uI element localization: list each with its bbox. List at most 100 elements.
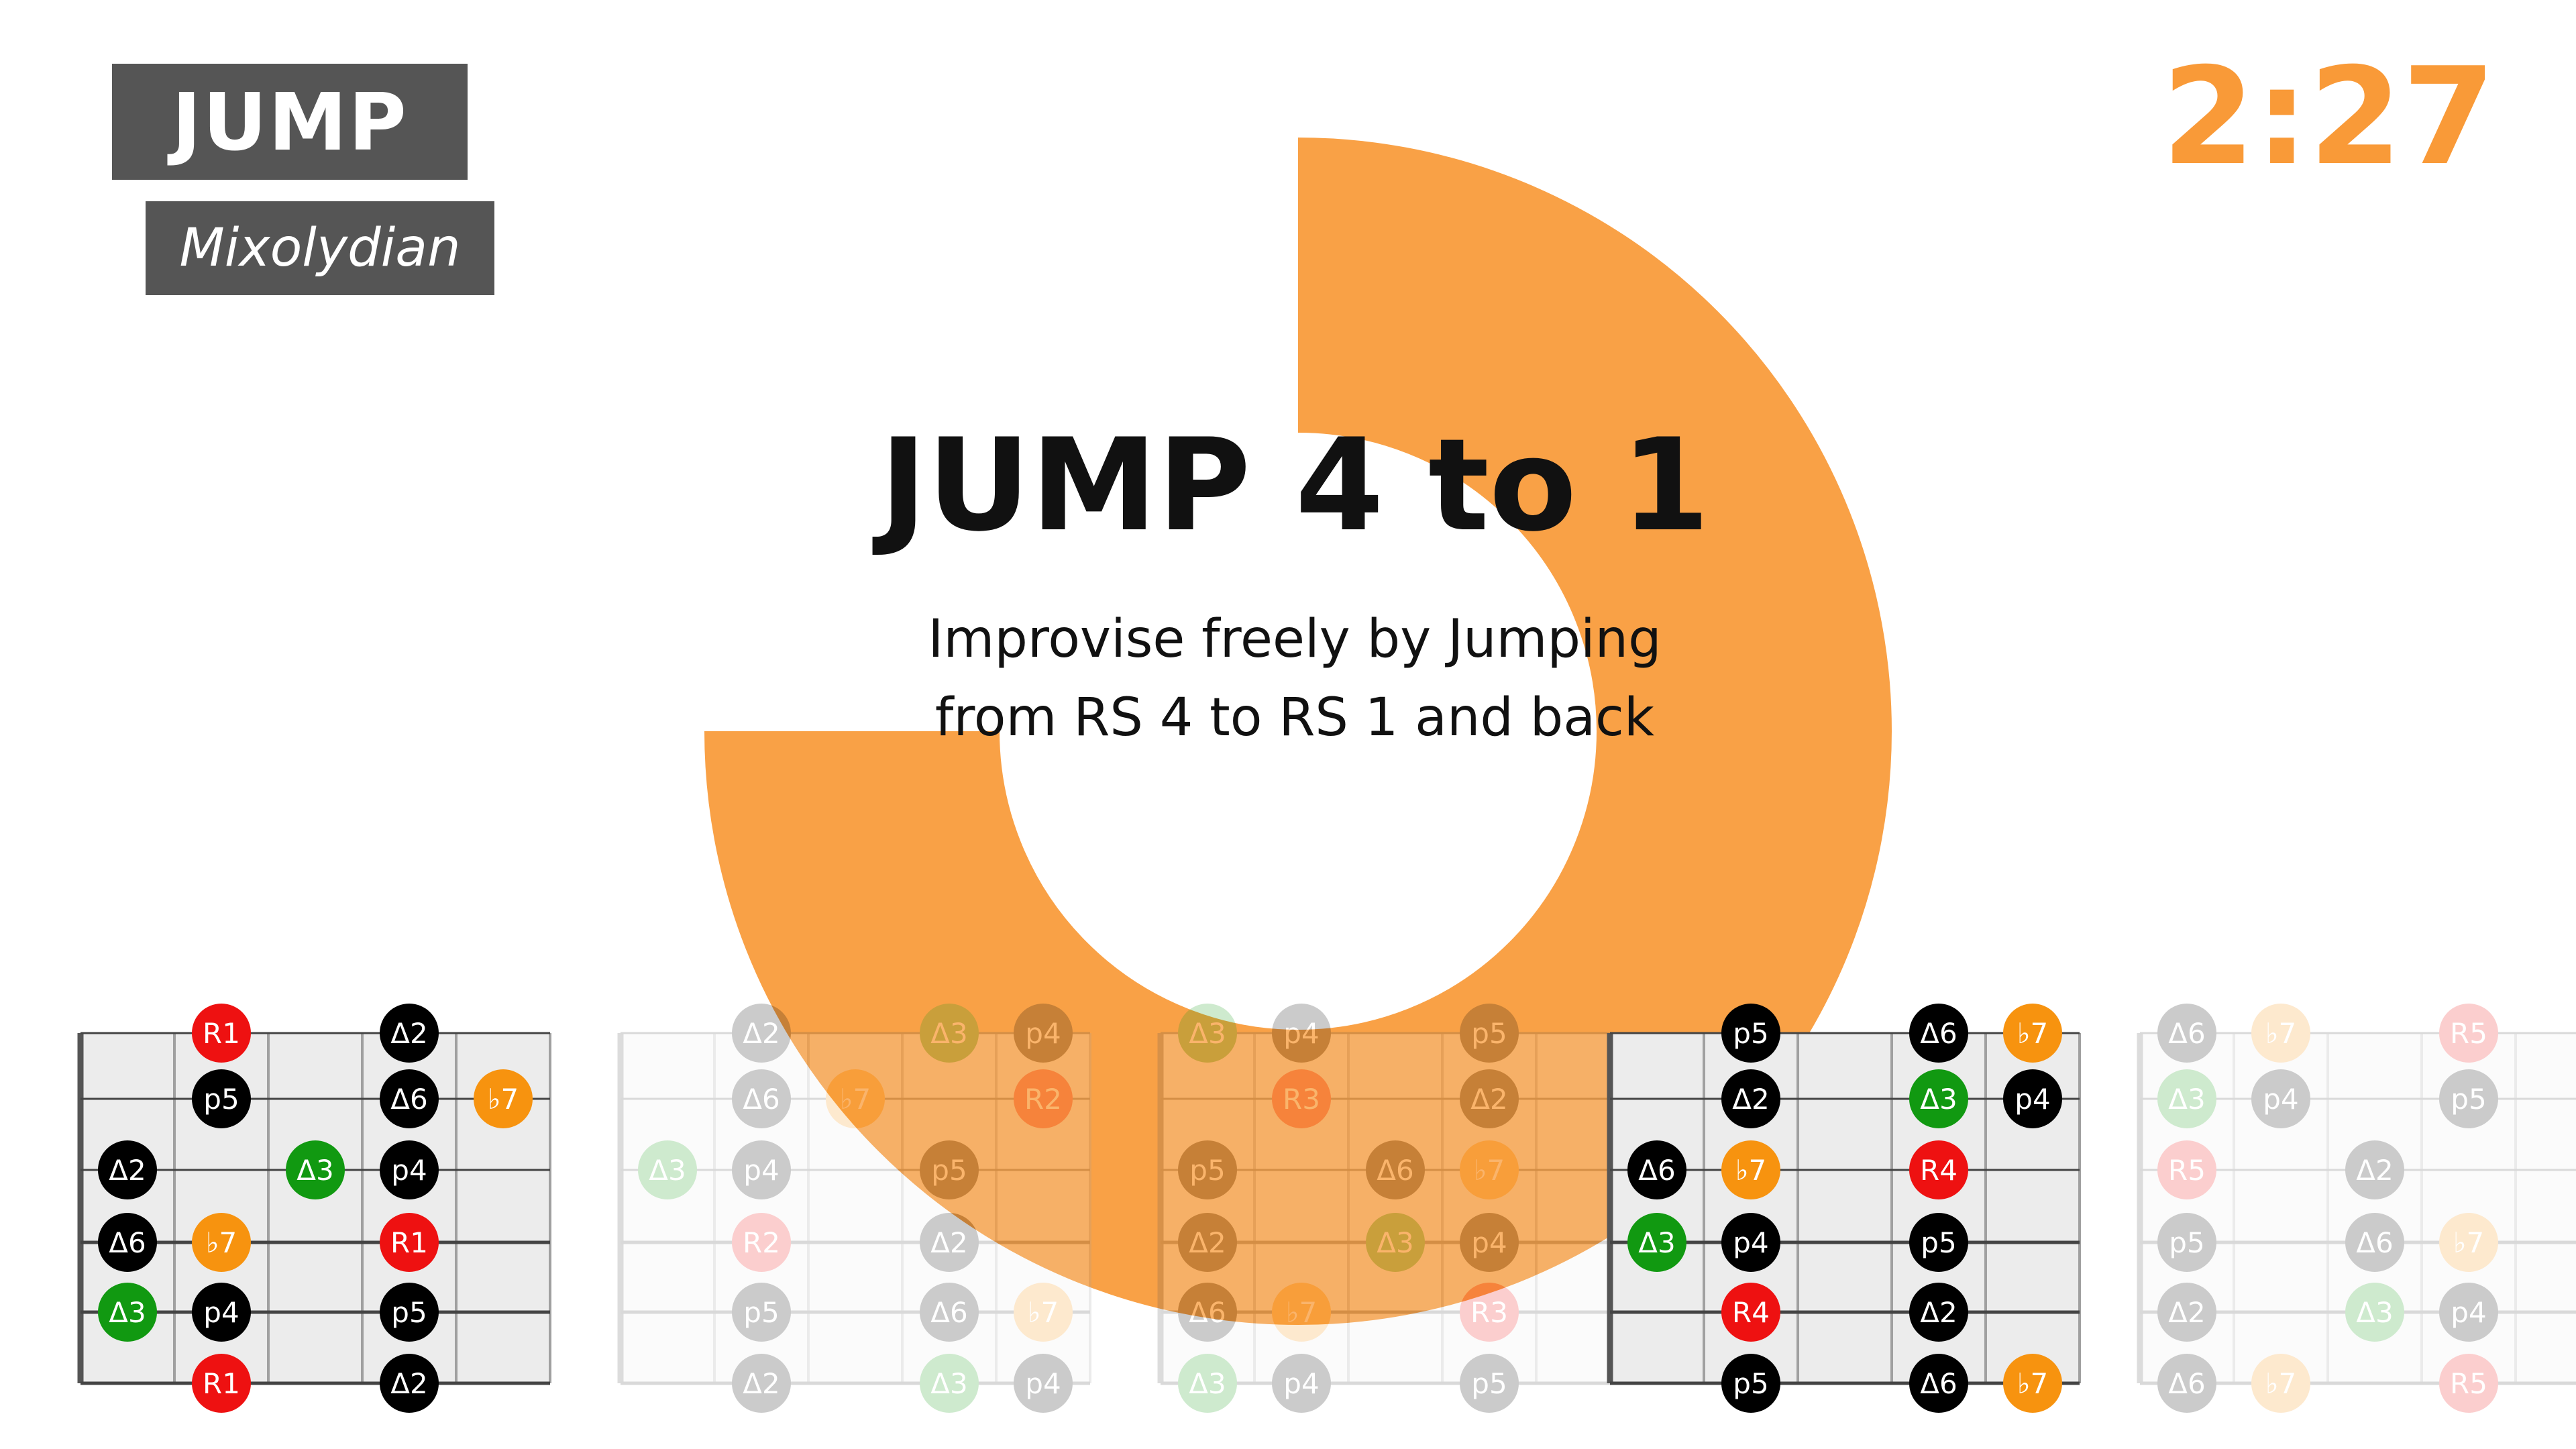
- note-marker: ♭7: [1014, 1283, 1073, 1342]
- note-marker: Δ6: [1178, 1283, 1237, 1342]
- note-marker: Δ2: [732, 1354, 791, 1413]
- note-marker: p5: [1178, 1140, 1237, 1199]
- note-label: Δ2: [1189, 1226, 1226, 1259]
- note-label: p5: [931, 1154, 967, 1187]
- note-label: p4: [1283, 1367, 1319, 1400]
- note-label: p4: [2263, 1083, 2298, 1116]
- note-dot: [380, 1213, 439, 1272]
- note-dot: [1909, 1140, 1968, 1199]
- note-marker: p4: [1014, 1004, 1073, 1063]
- note-label: R5: [2450, 1367, 2487, 1400]
- note-marker: Δ3: [1178, 1354, 1237, 1413]
- description-line: from RS 4 to RS 1 and back: [934, 688, 1655, 748]
- note-label: Δ6: [1189, 1296, 1226, 1329]
- note-marker: Δ2: [98, 1140, 157, 1199]
- note-marker: p4: [1272, 1354, 1331, 1413]
- note-label: Δ2: [1920, 1296, 1957, 1329]
- note-marker: p5: [2439, 1069, 2498, 1128]
- note-marker: Δ2: [1909, 1283, 1968, 1342]
- note-label: ♭7: [206, 1226, 237, 1259]
- note-dot: [732, 1213, 791, 1272]
- note-marker: Δ6: [98, 1213, 157, 1272]
- note-marker: Δ2: [2345, 1140, 2404, 1199]
- note-marker: Δ3: [98, 1283, 157, 1342]
- note-label: R1: [203, 1367, 240, 1400]
- note-marker: ♭7: [1460, 1140, 1519, 1199]
- note-label: p4: [1025, 1017, 1061, 1050]
- note-dot: [1178, 1283, 1237, 1342]
- note-marker: Δ3: [1627, 1213, 1686, 1272]
- note-marker: Δ2: [380, 1354, 439, 1413]
- note-label: Δ2: [390, 1017, 427, 1050]
- note-label: ♭7: [1735, 1154, 1767, 1187]
- note-dot: [1272, 1354, 1331, 1413]
- note-marker: p4: [2003, 1069, 2062, 1128]
- note-label: Δ6: [743, 1083, 780, 1116]
- note-dot: [1014, 1004, 1073, 1063]
- note-dot: [192, 1069, 251, 1128]
- note-label: ♭7: [840, 1083, 871, 1116]
- note-marker: R1: [380, 1213, 439, 1272]
- note-label: ♭7: [488, 1083, 519, 1116]
- note-label: R3: [1283, 1083, 1320, 1116]
- mode-label: Mixolydian: [146, 201, 494, 295]
- note-marker: Δ2: [920, 1213, 979, 1272]
- note-label: p4: [2451, 1296, 2486, 1329]
- note-label: Δ6: [1377, 1154, 1413, 1187]
- note-dot: [1178, 1004, 1237, 1063]
- note-label: Δ2: [109, 1154, 146, 1187]
- note-label: R5: [2450, 1017, 2487, 1050]
- note-dot: [1721, 1004, 1780, 1063]
- note-marker: p5: [1909, 1213, 1968, 1272]
- note-dot: [2251, 1354, 2310, 1413]
- note-dot: [1721, 1213, 1780, 1272]
- note-dot: [380, 1069, 439, 1128]
- note-dot: [732, 1140, 791, 1199]
- note-label: p5: [391, 1296, 427, 1329]
- note-dot: [1178, 1213, 1237, 1272]
- note-marker: p5: [920, 1140, 979, 1199]
- note-label: p4: [2015, 1083, 2050, 1116]
- note-label: Δ3: [930, 1367, 967, 1400]
- note-marker: ♭7: [192, 1213, 251, 1272]
- note-label: Δ2: [1470, 1083, 1507, 1116]
- note-label: R4: [1732, 1296, 1770, 1329]
- note-dot: [920, 1213, 979, 1272]
- note-dot: [1460, 1213, 1519, 1272]
- note-label: R1: [390, 1226, 428, 1259]
- note-label: Δ3: [2168, 1083, 2205, 1116]
- note-marker: Δ3: [1366, 1213, 1425, 1272]
- note-dot: [1178, 1354, 1237, 1413]
- note-label: Δ6: [2356, 1226, 2393, 1259]
- note-dot: [1366, 1213, 1425, 1272]
- note-dot: [192, 1213, 251, 1272]
- note-label: p5: [1733, 1367, 1768, 1400]
- note-label: p5: [1733, 1017, 1768, 1050]
- note-dot: [380, 1140, 439, 1199]
- note-marker: ♭7: [2439, 1213, 2498, 1272]
- note-label: Δ3: [1189, 1017, 1226, 1050]
- fretboard-background: [2140, 1033, 2576, 1383]
- note-marker: Δ6: [1909, 1354, 1968, 1413]
- note-marker: Δ6: [2157, 1004, 2216, 1063]
- note-marker: Δ6: [1366, 1140, 1425, 1199]
- note-dot: [1909, 1069, 1968, 1128]
- note-label: Δ3: [1638, 1226, 1675, 1259]
- note-dot: [2251, 1069, 2310, 1128]
- note-dot: [920, 1354, 979, 1413]
- note-label: R5: [2168, 1154, 2206, 1187]
- note-dot: [98, 1213, 157, 1272]
- note-dot: [1460, 1004, 1519, 1063]
- note-dot: [1178, 1140, 1237, 1199]
- note-dot: [2003, 1069, 2062, 1128]
- note-marker: R4: [1909, 1140, 1968, 1199]
- note-marker: R5: [2157, 1140, 2216, 1199]
- note-label: Δ3: [109, 1296, 146, 1329]
- note-label: Δ6: [1638, 1154, 1675, 1187]
- note-dot: [920, 1140, 979, 1199]
- note-marker: Δ2: [1460, 1069, 1519, 1128]
- note-marker: R1: [192, 1354, 251, 1413]
- note-marker: R3: [1460, 1283, 1519, 1342]
- note-marker: ♭7: [2251, 1354, 2310, 1413]
- note-dot: [1014, 1069, 1073, 1128]
